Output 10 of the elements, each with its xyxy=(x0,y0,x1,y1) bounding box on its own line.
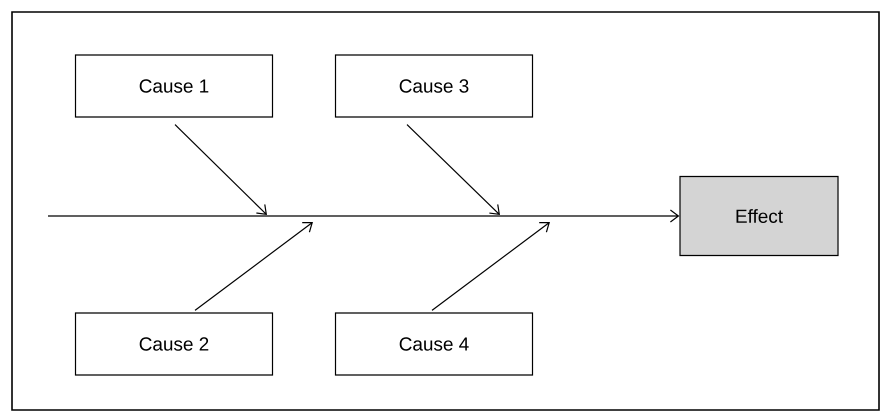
arrow xyxy=(174,124,267,215)
arrow xyxy=(432,222,550,311)
spine-arrow xyxy=(48,210,680,222)
effect-box: Effect xyxy=(679,176,839,256)
cause-box: Cause 2 xyxy=(74,312,274,376)
arrow xyxy=(406,124,500,215)
cause-box: Cause 4 xyxy=(334,312,534,376)
cause-box: Cause 3 xyxy=(334,54,534,118)
cause-box: Cause 1 xyxy=(74,54,274,118)
arrow xyxy=(194,222,313,311)
